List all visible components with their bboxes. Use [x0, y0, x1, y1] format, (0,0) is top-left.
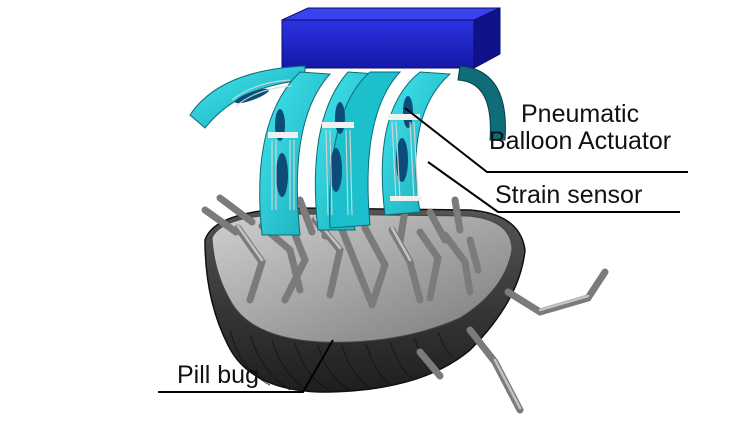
label-strain-sensor: Strain sensor [495, 182, 642, 209]
label-pill-bug: Pill bug [177, 362, 259, 389]
blue-mount-block [282, 8, 500, 68]
label-actuator-line2: Balloon Actuator [489, 128, 671, 155]
label-actuator-line1: Pneumatic [489, 101, 671, 128]
label-pneumatic-balloon-actuator: Pneumatic Balloon Actuator [489, 101, 671, 155]
